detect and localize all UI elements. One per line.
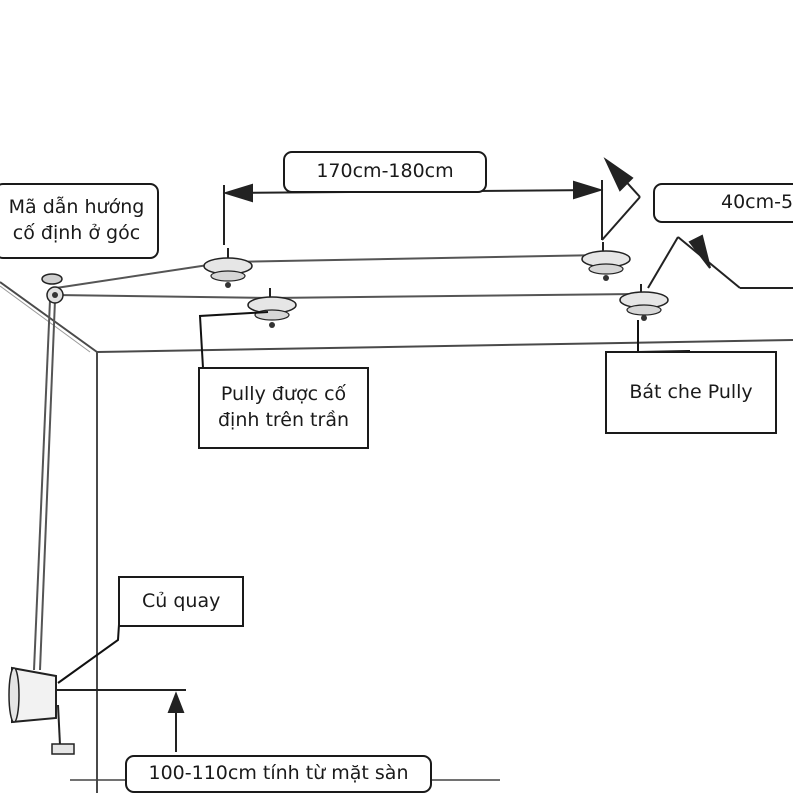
pulley-icon: [581, 242, 631, 281]
rope-down-1: [33, 299, 51, 671]
crank-winder-icon: [8, 666, 75, 755]
crank-height-label: 100-110cm tính từ mặt sàn: [125, 755, 432, 793]
offset-dimension-line: [601, 157, 793, 289]
pulley-icon: [247, 288, 297, 328]
ceiling-pulley-callout: Pully được cố định trên trần: [198, 367, 369, 449]
guide-bracket-callout: Mã dẫn hướng cố định ở góc: [0, 183, 159, 259]
drying-ropes: [33, 254, 642, 671]
arrow-icon: [222, 183, 253, 203]
arrow-icon: [573, 180, 604, 200]
corner-guide-icon: [41, 273, 64, 304]
crank-callout: Củ quay: [118, 576, 244, 627]
pulley-cover-callout: Bát che Pully: [605, 351, 777, 434]
rope-back-span: [227, 254, 604, 263]
arrow-icon: [603, 157, 634, 192]
rope-down-2: [39, 299, 56, 671]
arrow-icon: [167, 691, 185, 713]
arrow-icon: [688, 234, 711, 269]
rope-front-span: [269, 293, 642, 299]
ceiling-front-edge: [96, 339, 793, 353]
rope-back: [55, 261, 229, 289]
rope-front: [55, 294, 271, 299]
ceiling-inner-edge: [0, 285, 91, 353]
offset-dimension-label: 40cm-5: [653, 183, 793, 223]
pulley-icon: [203, 248, 253, 288]
callout-leaders: [57, 311, 691, 684]
pulley-icon: [619, 284, 669, 321]
span-dimension-label: 170cm-180cm: [283, 151, 487, 193]
